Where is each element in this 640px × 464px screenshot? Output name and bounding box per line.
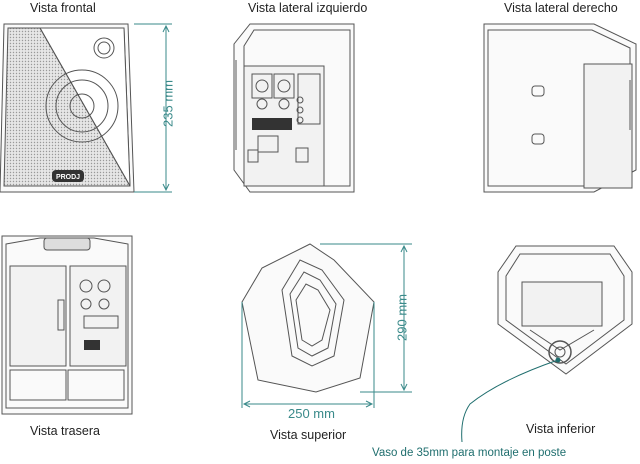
bottom-view-drawing: [497, 245, 633, 375]
left-side-view-drawing: [233, 23, 355, 193]
right-side-view-drawing: [483, 23, 637, 193]
label-left-view: Vista lateral izquierdo: [248, 1, 368, 15]
pole-mount-callout: [461, 357, 561, 443]
rear-view-drawing: [1, 235, 133, 415]
label-front-view: Vista frontal: [30, 1, 96, 15]
label-bottom-view: Vista inferior: [526, 422, 596, 436]
front-view-drawing: [0, 23, 135, 193]
dimension-width: 250 mm: [288, 406, 335, 421]
height-dimension-line: [134, 23, 172, 193]
width-dimension-line: [241, 302, 375, 408]
label-rear-view: Vista trasera: [30, 424, 100, 438]
pole-mount-note: Vaso de 35mm para montaje en poste: [372, 447, 567, 459]
label-top-view: Vista superior: [270, 428, 347, 442]
label-right-view: Vista lateral derecho: [504, 1, 618, 15]
top-view-drawing: [241, 243, 375, 393]
brand-logo: PRODJ: [56, 174, 80, 181]
depth-dimension-line: [320, 243, 412, 393]
